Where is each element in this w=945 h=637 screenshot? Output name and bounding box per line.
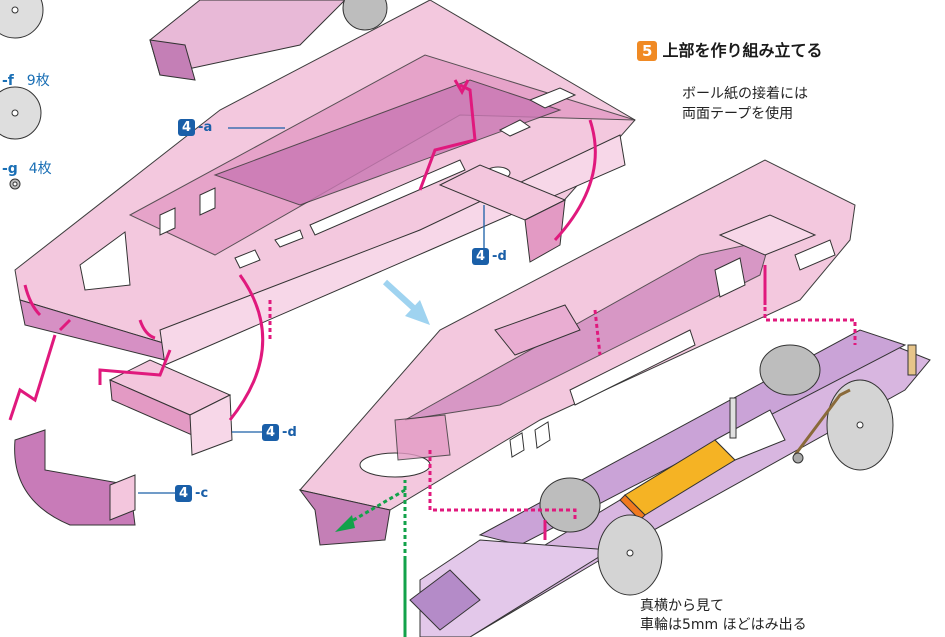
label-4d-upper: 4 -d — [472, 248, 507, 265]
parts-item-f-id: -f — [2, 73, 14, 89]
label-4d-upper-number: 4 — [472, 248, 490, 265]
parts-item-g-count: 4枚 — [28, 161, 52, 177]
parts-item-g: -g 4枚 — [2, 158, 52, 178]
part-4c — [14, 429, 136, 526]
label-4d-upper-suffix: -d — [492, 249, 507, 264]
part-4d-upper — [438, 164, 567, 263]
wheel-note-line-2: 車輪は5mm ほどはみ出る — [640, 617, 807, 633]
label-4a-suffix: -a — [198, 120, 213, 135]
step-title: 上部を作り組み立てる — [662, 41, 823, 60]
label-4a-number: 4 — [178, 119, 196, 136]
wheel-note: 真横から見て 車輪は5mm ほどはみ出る — [640, 597, 807, 635]
parts-item-f: -f 9枚 — [2, 70, 50, 90]
motor-battery — [619, 397, 786, 521]
assembled-car — [298, 159, 856, 546]
label-4c: 4 -c — [175, 485, 208, 502]
disc-part-g — [9, 178, 21, 190]
wheels — [539, 344, 894, 596]
green-wheel-arrow — [335, 480, 407, 637]
previous-nose-fragment — [149, 0, 388, 81]
step-heading: 5 上部を作り組み立てる — [637, 37, 823, 61]
label-4d-lower-number: 4 — [262, 424, 280, 441]
label-leaders — [138, 127, 485, 494]
glue-note-line-1: ボール紙の接着には — [682, 86, 808, 102]
label-4d-lower-suffix: -d — [282, 425, 297, 440]
glue-note: ボール紙の接着には 両面テープを使用 — [682, 84, 808, 124]
label-4c-suffix: -c — [195, 486, 209, 501]
parts-item-g-id: -g — [2, 161, 18, 177]
part-4d-left — [108, 359, 233, 456]
parts-item-f-count: 9枚 — [26, 73, 50, 89]
disc-part-1 — [0, 0, 44, 39]
wheel-note-line-1: 真横から見て — [640, 598, 724, 614]
assembly-arrows — [8, 79, 857, 540]
glue-note-line-2: 両面テープを使用 — [682, 106, 794, 122]
label-4d-lower: 4 -d — [262, 424, 297, 441]
blue-direction-arrow — [382, 279, 430, 325]
label-4a: 4 -a — [178, 119, 212, 136]
step-number-badge: 5 — [637, 41, 658, 61]
label-4c-number: 4 — [175, 485, 193, 502]
disc-part-f — [0, 86, 42, 140]
upper-body-exploded — [14, 0, 636, 366]
